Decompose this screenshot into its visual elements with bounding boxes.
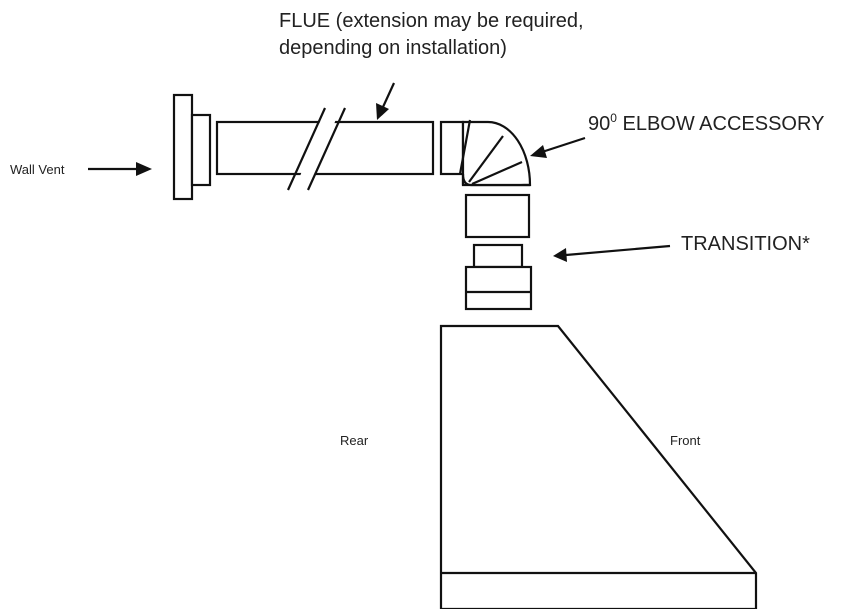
arrow-elbow <box>530 136 586 158</box>
elbow-accessory <box>439 119 532 187</box>
elbow-inlet-collar <box>439 120 465 176</box>
elbow-label: 900 ELBOW ACCESSORY <box>588 111 824 135</box>
wall-vent-plate <box>172 93 194 201</box>
appliance-outline <box>439 324 758 611</box>
rear-label: Rear <box>340 433 369 448</box>
vertical-pipe-section <box>464 193 531 239</box>
vertical-pipe <box>464 193 531 239</box>
elbow-segment-line-2 <box>468 135 504 183</box>
elbow-label-main: 90 <box>588 113 610 135</box>
transition-upper <box>472 243 524 269</box>
elbow-label-rest: ELBOW ACCESSORY <box>617 113 824 135</box>
elbow-label-sup: 0 <box>610 111 617 125</box>
arrow-wall-vent <box>88 162 152 176</box>
wall-vent-collar <box>190 113 212 187</box>
wall-vent <box>172 93 212 201</box>
wall-vent-label: Wall Vent <box>10 162 65 177</box>
elbow-segment-line-3 <box>471 160 523 186</box>
transition-piece <box>464 243 533 311</box>
flue-label-line1: FLUE (extension may be required, <box>279 10 584 32</box>
flue-break-line-left <box>286 107 327 191</box>
appliance-body <box>439 324 758 611</box>
flue-label-line2: depending on installation) <box>279 37 507 59</box>
flue-break-gap <box>295 108 340 190</box>
arrow-transition <box>553 244 671 262</box>
flue-pipe <box>215 107 435 191</box>
transition-label: TRANSITION* <box>681 233 810 255</box>
flue-break-line-right <box>306 107 347 191</box>
arrow-flue <box>376 82 395 120</box>
elbow-segment-line-1 <box>458 119 472 175</box>
transition-lower <box>464 265 533 311</box>
front-label: Front <box>670 433 701 448</box>
